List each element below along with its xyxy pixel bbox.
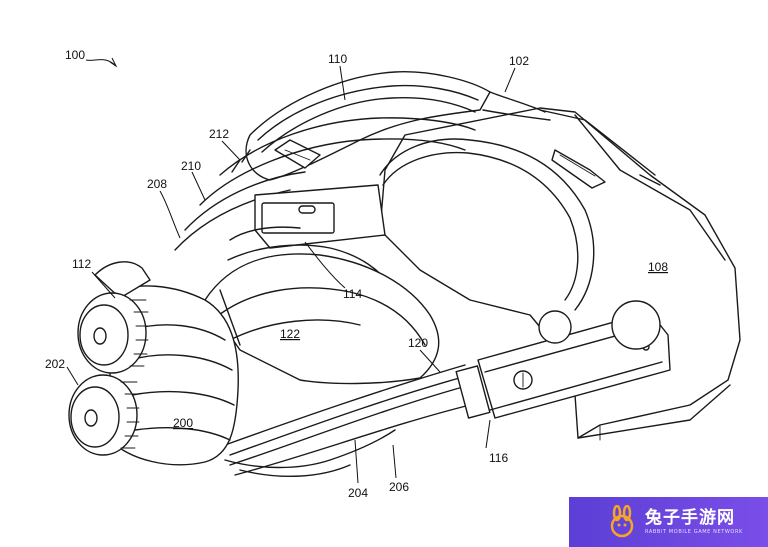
label-100: 100 (65, 48, 85, 62)
label-204: 204 (348, 486, 368, 500)
side-band (224, 300, 671, 476)
label-108: 108 (648, 260, 668, 274)
label-210: 210 (181, 159, 201, 173)
rabbit-icon (610, 505, 634, 538)
label-202: 202 (45, 357, 65, 371)
label-122: 122 (280, 327, 300, 341)
label-120: 120 (408, 336, 428, 350)
label-110: 110 (328, 52, 347, 66)
label-212: 212 (209, 127, 229, 141)
lower-band (204, 253, 440, 385)
watermark-banner: 兔子手游网 RABBIT MOBILE GAME NETWORK (569, 497, 768, 547)
reference-labels: 100 110 102 212 210 208 112 108 114 122 … (45, 48, 668, 500)
rear-dials (68, 261, 151, 456)
watermark-subtitle: RABBIT MOBILE GAME NETWORK (645, 528, 743, 535)
label-112: 112 (72, 257, 91, 271)
label-206: 206 (389, 480, 409, 494)
label-200: 200 (173, 416, 193, 430)
label-208: 208 (147, 177, 167, 191)
top-strap (174, 71, 551, 251)
label-116: 116 (489, 451, 508, 465)
facial-interface (227, 184, 396, 291)
watermark-text: 兔子手游网 RABBIT MOBILE GAME NETWORK (645, 507, 743, 535)
label-102: 102 (509, 54, 529, 68)
label-114: 114 (343, 287, 362, 301)
watermark-title: 兔子手游网 (645, 507, 735, 528)
leader-lines (66, 57, 516, 484)
